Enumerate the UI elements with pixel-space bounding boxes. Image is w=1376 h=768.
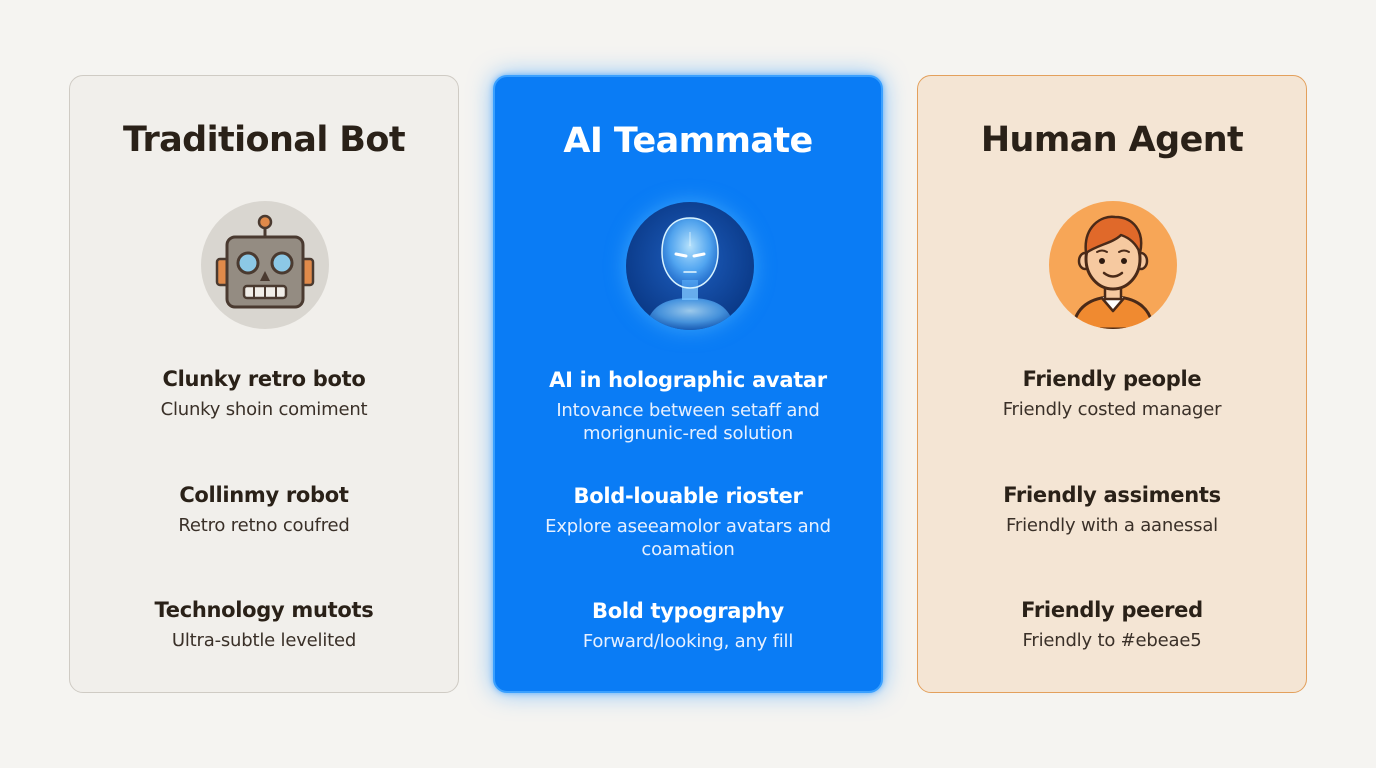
person-icon <box>1049 201 1177 329</box>
feature-heading: Friendly assiments <box>1003 483 1221 507</box>
card-title: Human Agent <box>980 120 1244 160</box>
feature-item: Friendly peered Friendly to #ebeae5 <box>918 597 1306 652</box>
feature-heading: Collinmy robot <box>179 483 349 507</box>
feature-description: Retro retno coufred <box>178 515 350 536</box>
feature-description: Intovance between setaff and morignunic-… <box>556 400 820 444</box>
holographic-avatar-icon <box>626 202 754 330</box>
feature-heading: Technology mutots <box>154 598 374 622</box>
traditional-bot-card: Traditional Bot Clunky retro boto Clunky… <box>69 75 459 693</box>
feature-item: Bold-louable rioster Explore aseeamolor … <box>495 483 881 561</box>
ai-teammate-card: AI Teammate AI in holographic avatar Int… <box>493 75 883 693</box>
feature-description: Clunky shoin comiment <box>160 399 368 420</box>
feature-heading: AI in holographic avatar <box>549 368 827 392</box>
feature-heading: Bold-louable rioster <box>573 484 803 508</box>
human-agent-card: Human Agent Friendly people Friendly cos… <box>917 75 1307 693</box>
feature-heading: Friendly people <box>1022 367 1202 391</box>
feature-item: Bold typography Forward/looking, any fil… <box>495 598 881 653</box>
feature-item: Friendly people Friendly costed manager <box>918 366 1306 421</box>
card-title: AI Teammate <box>563 121 813 161</box>
feature-item: Technology mutots Ultra-subtle levelited <box>70 597 458 652</box>
feature-description: Forward/looking, any fill <box>582 631 794 652</box>
feature-description: Friendly to #ebeae5 <box>1022 630 1202 651</box>
feature-item: AI in holographic avatar Intovance betwe… <box>495 367 881 445</box>
retro-robot-icon <box>201 201 329 329</box>
feature-heading: Clunky retro boto <box>162 367 366 391</box>
feature-item: Friendly assiments Friendly with a aanes… <box>918 482 1306 537</box>
feature-description: Explore aseeamolor avatars and coamation <box>545 516 831 560</box>
feature-item: Clunky retro boto Clunky shoin comiment <box>70 366 458 421</box>
feature-heading: Friendly peered <box>1021 598 1203 622</box>
feature-description: Friendly costed manager <box>1002 399 1222 420</box>
feature-description: Friendly with a aanessal <box>1006 515 1218 536</box>
feature-item: Collinmy robot Retro retno coufred <box>70 482 458 537</box>
feature-description: Ultra-subtle levelited <box>171 630 357 651</box>
card-title: Traditional Bot <box>123 120 406 160</box>
feature-heading: Bold typography <box>592 599 784 623</box>
